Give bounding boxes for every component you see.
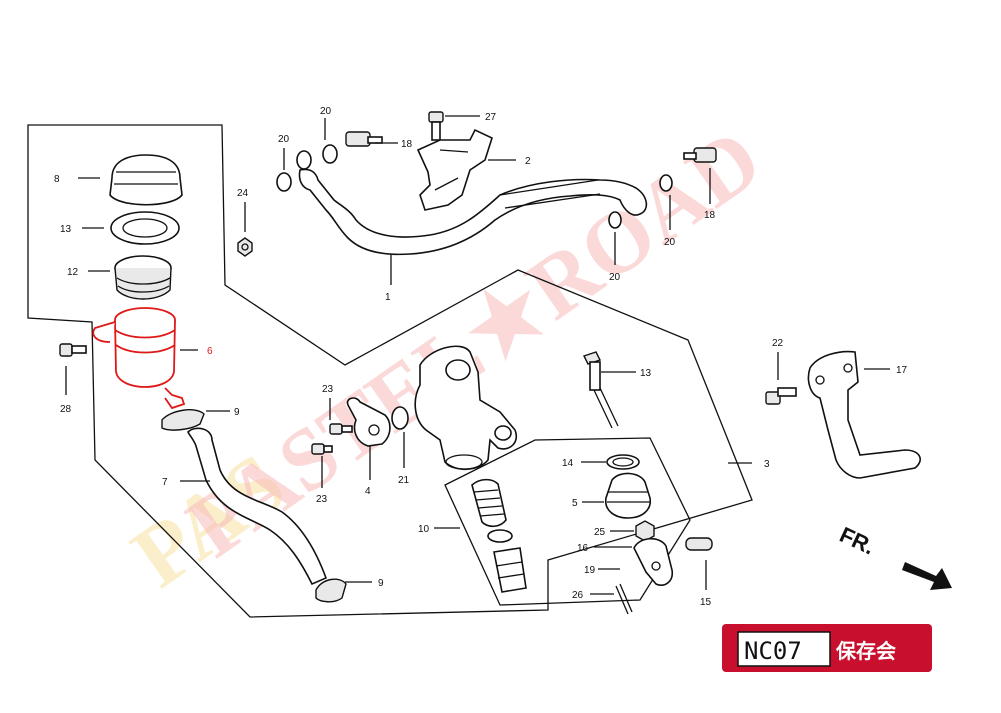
part-6-reservoir — [92, 307, 186, 410]
label-13-right: 13 — [640, 368, 652, 379]
label-3: 3 — [764, 459, 770, 470]
label-14: 14 — [562, 458, 574, 469]
nc07-logo: NC07 保存会 — [722, 624, 932, 672]
label-10: 10 — [418, 524, 430, 535]
part-13-diaphragm-plate — [110, 211, 180, 245]
label-12: 12 — [67, 267, 79, 278]
part-10-piston-set — [471, 478, 527, 593]
part-2-hose-clamp — [416, 128, 493, 211]
part-9-hose-clip-lower — [315, 578, 347, 603]
part-labels: 8 13 12 6 28 9 7 9 24 20 20 18 27 2 1 20… — [54, 106, 908, 608]
label-18-right: 18 — [704, 210, 716, 221]
label-9-lower: 9 — [378, 578, 384, 589]
part-23-bleeder-lower — [311, 443, 333, 455]
label-1: 1 — [385, 292, 391, 303]
label-28: 28 — [60, 404, 72, 415]
label-9-upper: 9 — [234, 407, 240, 418]
part-26-cotter-pin — [615, 583, 633, 615]
part-5-boot — [604, 472, 652, 519]
arrow-down-right-icon — [902, 562, 952, 590]
part-18-bolt-upper — [345, 131, 383, 147]
part-23-bleeder-upper — [329, 423, 353, 435]
part-7-reservoir-hose — [187, 427, 328, 586]
part-4-hose-joint — [346, 397, 391, 447]
label-20-a: 20 — [278, 134, 290, 145]
part-17-bracket — [807, 350, 921, 479]
part-13-pushrod — [583, 351, 619, 429]
part-28-bolt — [59, 343, 87, 357]
logo-text-box — [737, 631, 831, 667]
leader-lines — [65, 115, 890, 595]
logo-text: NC07 — [744, 637, 802, 665]
label-23-upper: 23 — [322, 384, 334, 395]
label-21: 21 — [398, 475, 410, 486]
part-25-nut — [635, 520, 655, 542]
label-13: 13 — [60, 224, 72, 235]
label-17: 17 — [896, 365, 908, 376]
label-24: 24 — [237, 188, 249, 199]
part-12-diaphragm — [114, 255, 172, 300]
label-6: 6 — [207, 346, 213, 357]
part-24-nut — [237, 237, 253, 257]
label-7: 7 — [162, 477, 168, 488]
part-18-bolt-right — [683, 147, 717, 163]
label-25: 25 — [594, 527, 606, 538]
part-20-washers — [276, 144, 673, 229]
label-27: 27 — [485, 112, 497, 123]
label-16: 16 — [577, 543, 589, 554]
part-15-pin — [685, 537, 713, 551]
label-15: 15 — [700, 597, 712, 608]
part-27-bolt — [428, 111, 444, 141]
direction-marker: FR. — [836, 522, 952, 590]
label-8: 8 — [54, 174, 60, 185]
label-26: 26 — [572, 590, 584, 601]
label-20-d: 20 — [664, 237, 676, 248]
label-19: 19 — [584, 565, 596, 576]
label-20-c: 20 — [609, 272, 621, 283]
label-20-b: 20 — [320, 106, 332, 117]
label-4: 4 — [365, 486, 371, 497]
label-5: 5 — [572, 498, 578, 509]
part-16-clevis — [633, 537, 674, 586]
label-18-upper: 18 — [401, 139, 413, 150]
part-14-circlip — [606, 454, 640, 470]
label-23-lower: 23 — [316, 494, 328, 505]
label-2: 2 — [525, 156, 531, 167]
part-22-bolt — [765, 387, 797, 405]
master-cylinder-group-outline — [444, 437, 691, 606]
logo-subtitle: 保存会 — [835, 639, 896, 663]
fr-label: FR. — [836, 522, 879, 560]
part-9-hose-clip-upper — [161, 409, 205, 431]
part-8-reservoir-cap — [109, 154, 183, 206]
part-3-master-cylinder-body — [414, 345, 517, 471]
part-21-o-ring — [391, 406, 409, 430]
label-22: 22 — [772, 338, 784, 349]
part-1-brake-hose — [298, 168, 648, 256]
